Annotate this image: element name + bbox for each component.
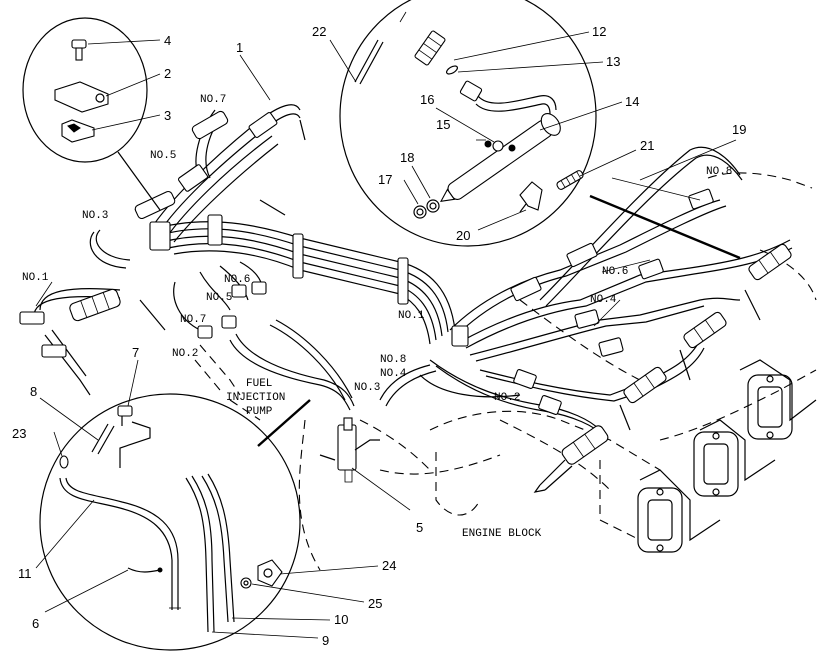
label-pump-no2: NO.2	[172, 348, 198, 360]
label-right-no6: NO.6	[602, 266, 628, 278]
label-right-no8: NO.8	[706, 166, 732, 178]
engine-block-outline	[359, 172, 817, 541]
detail-circle-bracket	[22, 17, 161, 211]
captions: FUEL INJECTION PUMP ENGINE BLOCK	[226, 378, 542, 540]
label-center-no4: NO.4	[380, 368, 407, 380]
callout-16: 16	[420, 92, 434, 107]
fuel-pump-caption-line1: FUEL	[246, 378, 272, 390]
callout-19: 19	[732, 122, 746, 137]
callout-11: 11	[18, 566, 32, 581]
label-center-no1: NO.1	[398, 310, 425, 322]
left-bank-injectors	[19, 110, 306, 396]
exhaust-port-gaskets	[637, 359, 817, 553]
engine-block-caption: ENGINE BLOCK	[462, 528, 542, 540]
label-pump-no6: NO.6	[224, 274, 250, 286]
label-pump-no7: NO.7	[180, 314, 206, 326]
detail-circle-injector-parts	[339, 0, 741, 260]
callout-21: 21	[640, 138, 654, 153]
label-right-no4: NO.4	[590, 294, 617, 306]
label-center-no8: NO.8	[380, 354, 406, 366]
callout-5: 5	[416, 520, 423, 535]
line-clamps-right	[451, 188, 714, 415]
label-left-no7: NO.7	[200, 94, 226, 106]
callout-23: 23	[12, 426, 26, 441]
label-pump-no5: NO.5	[206, 292, 232, 304]
callout-leader-lines	[35, 31, 737, 639]
return-line-bracket	[319, 417, 380, 483]
callout-numbers: 1 2 3 4 5 6 7 8 9 10 11 12 13 14 15 16 1…	[12, 24, 746, 648]
callout-4: 4	[164, 33, 171, 48]
callout-3: 3	[164, 108, 171, 123]
label-left-no3: NO.3	[82, 210, 108, 222]
callout-15: 15	[436, 117, 450, 132]
fuel-pump-caption-line3: PUMP	[246, 406, 273, 418]
callout-20: 20	[456, 228, 470, 243]
label-right-no2: NO.2	[494, 392, 520, 404]
callout-14: 14	[625, 94, 639, 109]
label-left-no1: NO.1	[22, 272, 49, 284]
callout-22: 22	[312, 24, 326, 39]
detail-circle-return-lines	[39, 393, 311, 651]
callout-24: 24	[382, 558, 396, 573]
callout-9: 9	[322, 633, 329, 648]
callout-8: 8	[30, 384, 37, 399]
callout-13: 13	[606, 54, 620, 69]
callout-1: 1	[236, 40, 243, 55]
fuel-pump-caption-line2: INJECTION	[226, 392, 285, 404]
callout-18: 18	[400, 150, 414, 165]
callout-17: 17	[378, 172, 392, 187]
callout-6: 6	[32, 616, 39, 631]
line-clamps-left	[149, 112, 409, 305]
right-bank-injectors	[533, 243, 792, 493]
fuel-pump-outlets	[194, 281, 321, 571]
callout-12: 12	[592, 24, 606, 39]
label-center-no3: NO.3	[354, 382, 380, 394]
callout-25: 25	[368, 596, 382, 611]
cylinder-labels: NO.7 NO.5 NO.3 NO.1 NO.6 NO.5 NO.7 NO.2 …	[22, 94, 732, 404]
callout-7: 7	[132, 345, 139, 360]
callout-2: 2	[164, 66, 171, 81]
callout-10: 10	[334, 612, 348, 627]
label-left-no5: NO.5	[150, 150, 176, 162]
